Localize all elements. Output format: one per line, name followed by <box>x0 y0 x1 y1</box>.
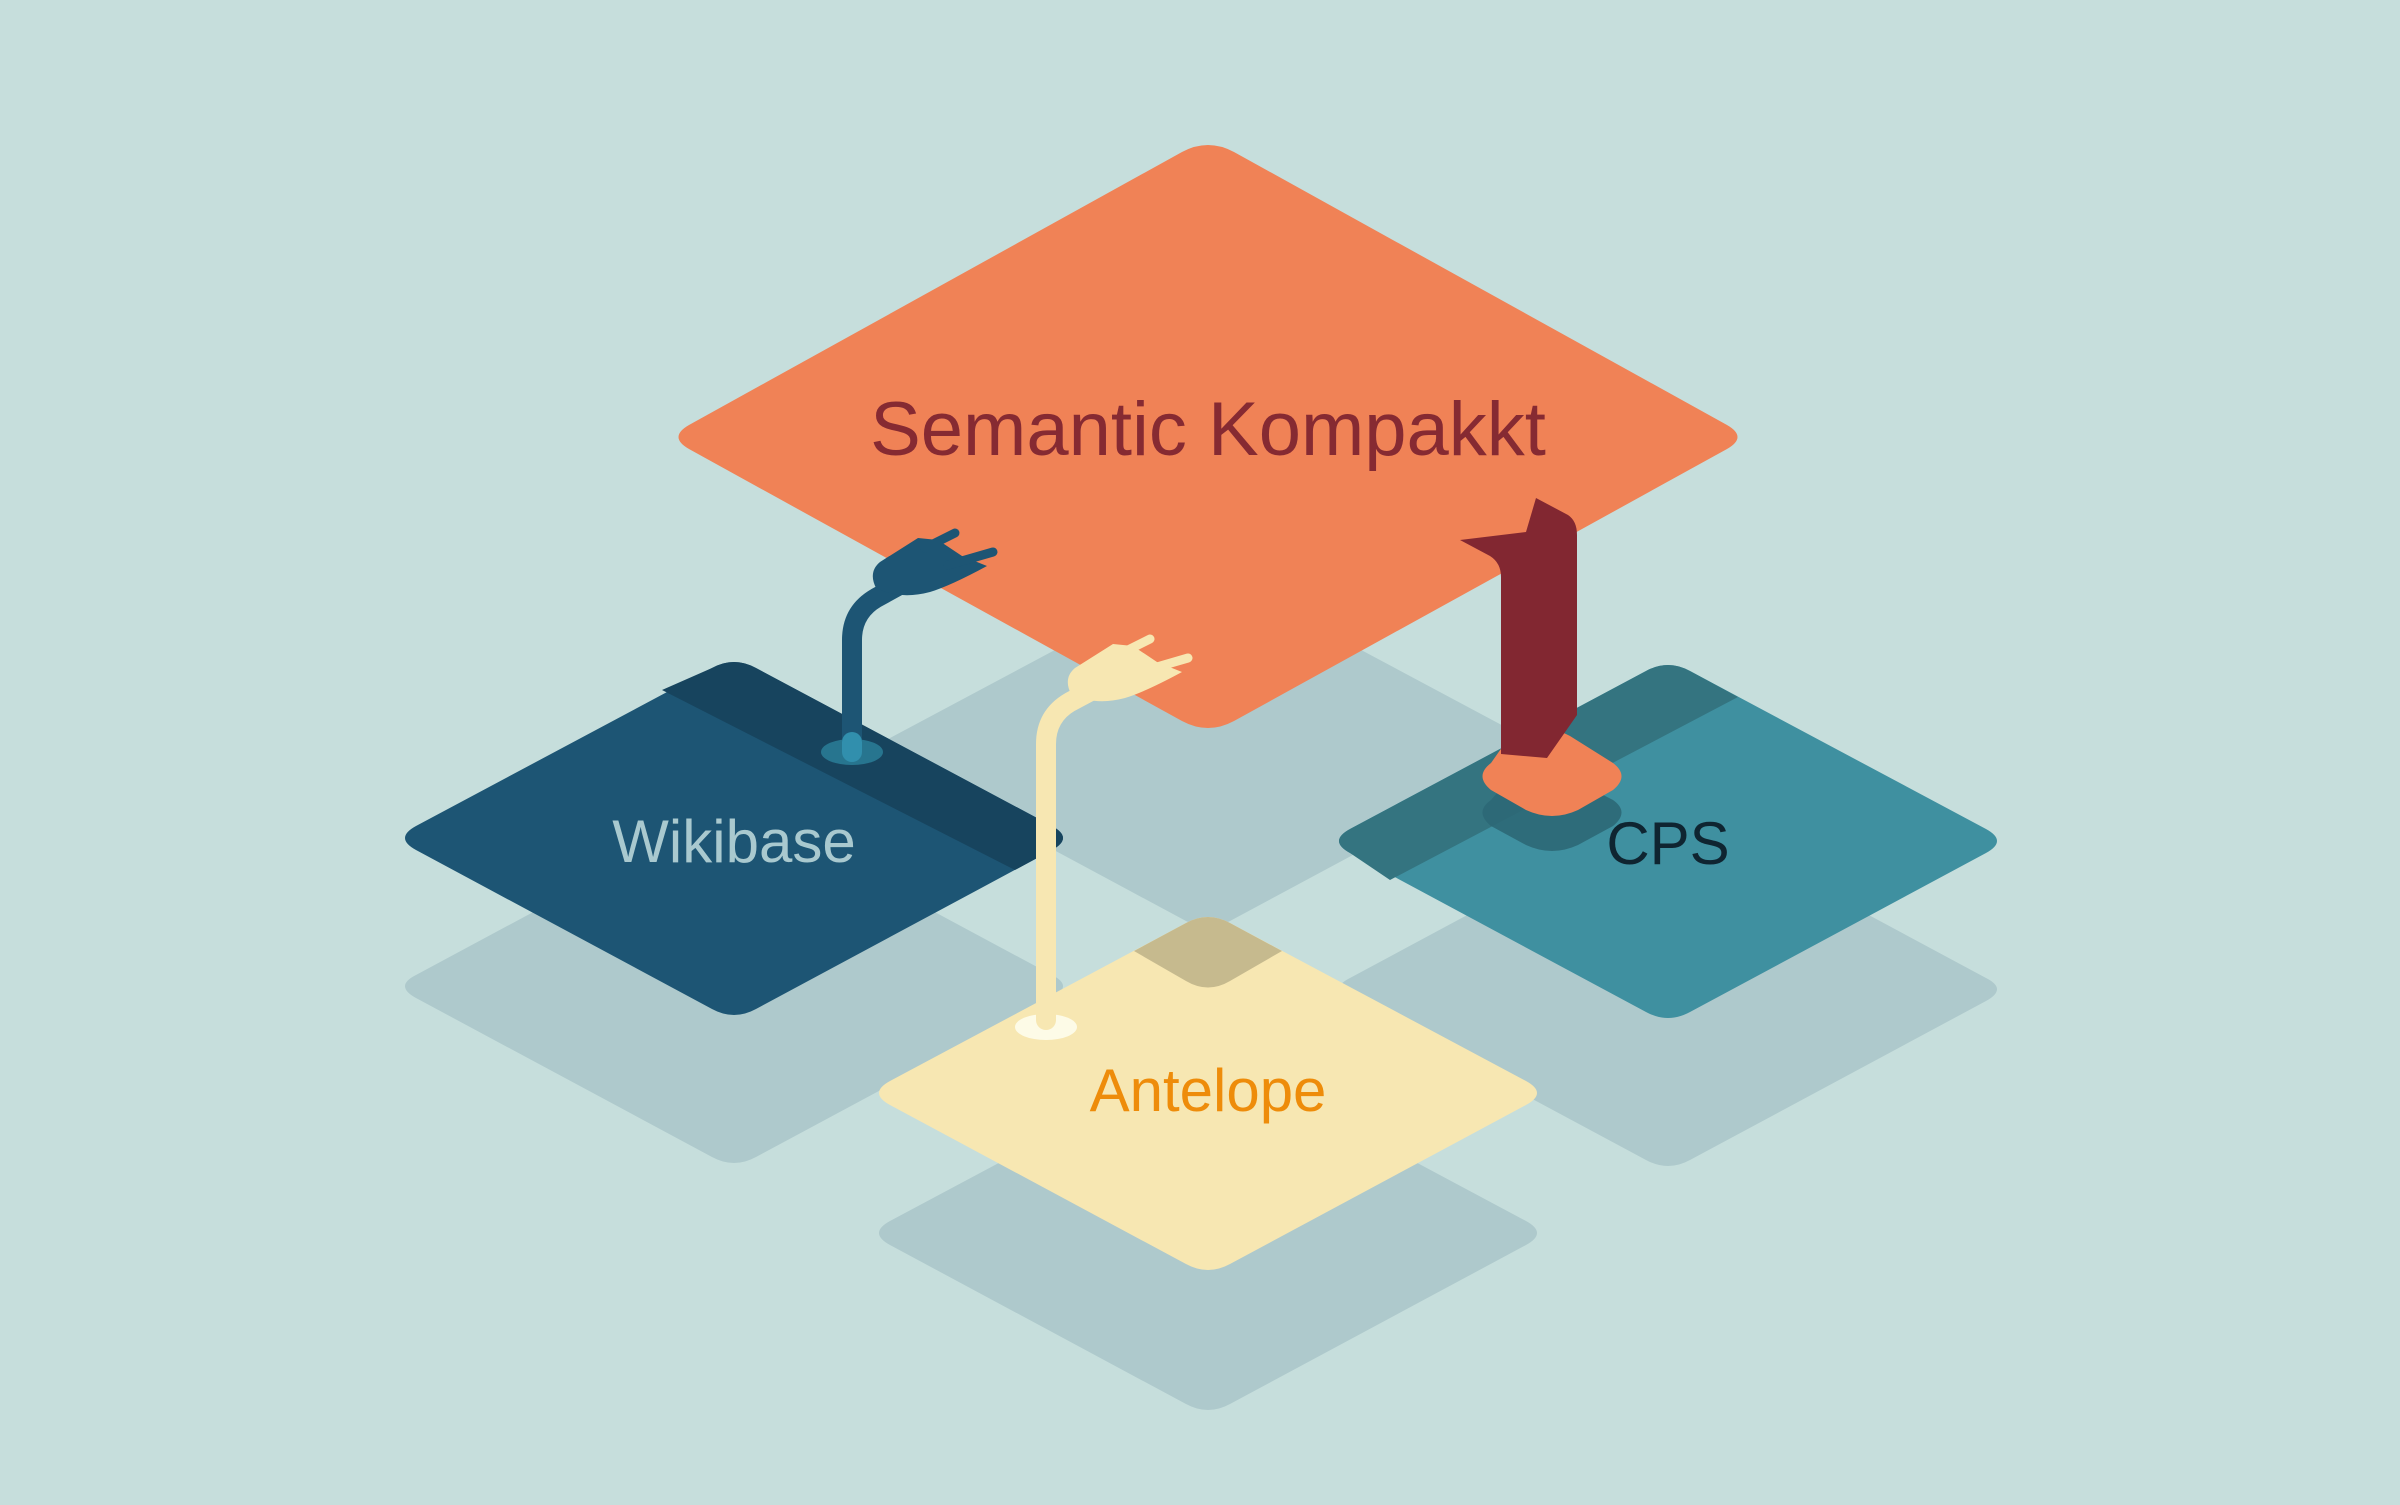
cps-bracket-connector <box>1460 498 1622 816</box>
plug-icon <box>1067 634 1193 702</box>
node-semantic-kompakkt[interactable]: Semantic Kompakkt <box>678 145 1738 728</box>
wikibase-plug-connector <box>842 528 998 762</box>
plug-icon <box>872 528 998 596</box>
antelope-plug-connector <box>1036 634 1193 1030</box>
semantic-kompakkt-label: Semantic Kompakkt <box>870 387 1546 472</box>
wikibase-label: Wikibase <box>612 808 855 875</box>
wikibase-cord <box>842 572 915 760</box>
cps-label: CPS <box>1606 810 1729 877</box>
antelope-notch <box>1134 917 1282 988</box>
cps-bracket <box>1460 498 1577 758</box>
antelope-label: Antelope <box>1090 1057 1327 1124</box>
node-wikibase[interactable]: Wikibase <box>405 662 1063 1015</box>
antelope-cord <box>1036 676 1110 1030</box>
wikibase-edge-band <box>662 662 1063 870</box>
